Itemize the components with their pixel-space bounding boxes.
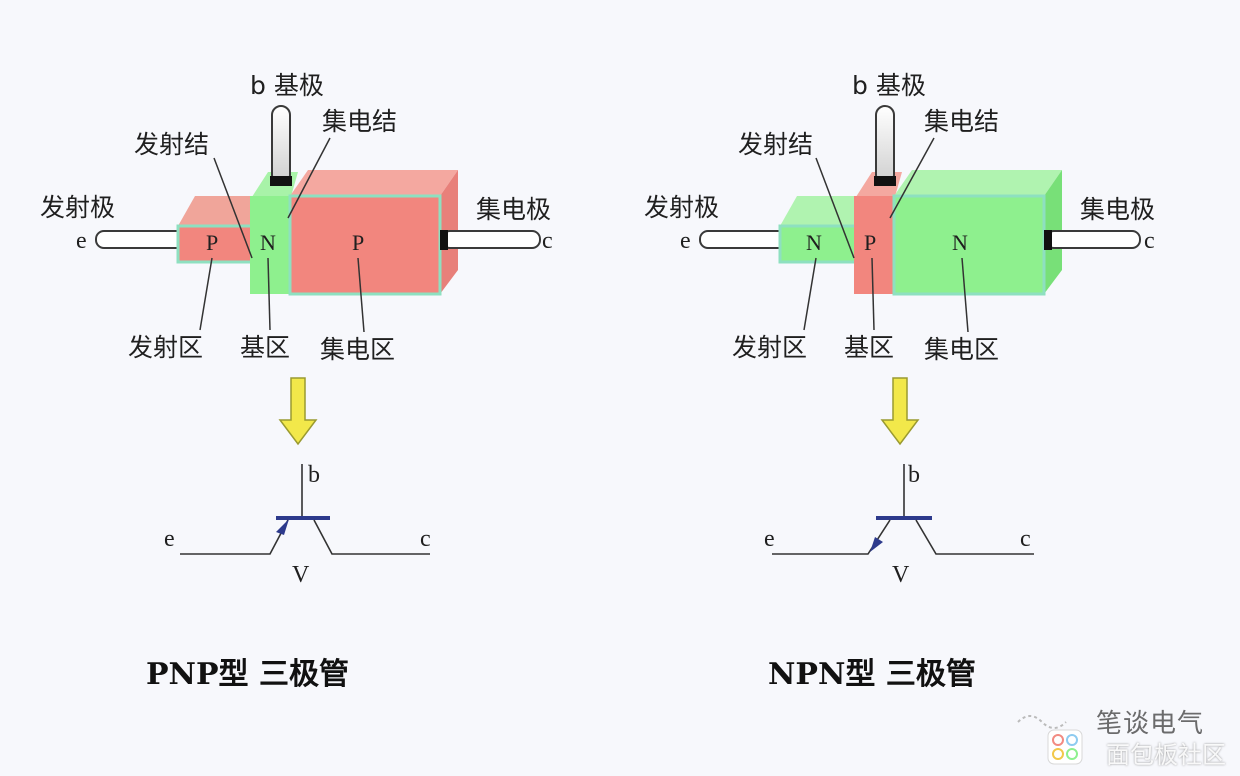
npn-emitter-electrode-label: 发射极 <box>644 193 719 222</box>
pnp-pointer-emitter-region <box>199 257 213 331</box>
pnp-symbol-e: e <box>164 526 175 552</box>
pnp-base-lead-tip <box>270 176 292 186</box>
npn-collector-lead <box>1045 230 1141 249</box>
npn-c-label: c <box>1144 228 1155 254</box>
npn-pointer-emitter-region <box>803 257 817 331</box>
pnp-emitter-region-label: 发射区 <box>128 333 203 362</box>
npn-region-emitter-letter: N <box>806 230 822 255</box>
npn-symbol-c: c <box>1020 526 1031 552</box>
npn-collector-block <box>892 194 1046 296</box>
npn-symbol-v: V <box>892 562 910 588</box>
pnp-base-block <box>250 196 290 294</box>
pnp-collector-region-label: 集电区 <box>320 335 395 364</box>
npn-base-terminal-label: b 基极 <box>852 71 926 100</box>
community-logo-icon <box>1047 729 1083 765</box>
npn-base-region-label: 基区 <box>844 333 894 362</box>
watermark-line2: 面包板社区 <box>1106 741 1226 769</box>
npn-symbol-e: e <box>764 526 775 552</box>
npn-base-lead-tip <box>874 176 896 186</box>
pnp-pointer-emitter-junction <box>213 157 253 259</box>
npn-pointer-collector-junction <box>889 137 935 219</box>
npn-pointer-collector-region <box>961 257 969 333</box>
pnp-pointer-collector-junction <box>287 137 331 219</box>
pnp-base-terminal-label: b 基极 <box>250 71 324 100</box>
npn-symbol <box>772 464 1034 555</box>
npn-emitter-block-top <box>780 196 854 226</box>
pnp-pointer-collector-region <box>357 257 365 333</box>
npn-collector-region-label: 集电区 <box>924 335 999 364</box>
npn-title: NPN型 三极管 <box>768 657 976 692</box>
npn-symbol-b: b <box>908 462 920 488</box>
pnp-emitter-arrow <box>276 519 289 535</box>
npn-region-collector-letter: N <box>952 230 968 255</box>
npn-down-arrow <box>880 377 920 446</box>
pnp-collector-electrode-label: 集电极 <box>476 195 551 224</box>
npn-collector-lead-tip <box>1044 230 1052 250</box>
pnp-title: PNP型 三极管 <box>146 657 349 692</box>
pnp-collector-block <box>288 194 442 296</box>
pnp-base-region-label: 基区 <box>240 333 290 362</box>
pnp-collector-junction-label: 集电结 <box>322 107 397 136</box>
npn-pointer-emitter-junction <box>815 157 855 259</box>
pnp-e-label: e <box>76 228 87 254</box>
pnp-c-label: c <box>542 228 553 254</box>
pnp-symbol <box>180 464 430 555</box>
pnp-emitter-electrode-label: 发射极 <box>40 193 115 222</box>
npn-pointer-base-region <box>871 257 875 331</box>
npn-emitter-junction-label: 发射结 <box>738 130 813 159</box>
npn-emitter-region-label: 发射区 <box>732 333 807 362</box>
pnp-symbol-b: b <box>308 462 320 488</box>
pnp-collector-lead <box>441 230 541 249</box>
npn-base-lead <box>875 105 895 185</box>
pnp-structure: b 基极 集电结 发射结 发射极 集电极 e c P N P 发射区 基区 集电… <box>40 71 553 364</box>
npn-base-block <box>854 196 894 294</box>
pnp-collector-block-top <box>290 170 458 196</box>
pnp-region-emitter-letter: P <box>206 230 218 255</box>
pnp-symbol-v: V <box>292 562 310 588</box>
pnp-base-lead <box>271 105 291 185</box>
pnp-emitter-block-top <box>178 196 250 226</box>
pnp-pointer-base-region <box>267 257 271 331</box>
watermark <box>1028 700 1228 770</box>
npn-collector-electrode-label: 集电极 <box>1080 195 1155 224</box>
pnp-collector-lead-tip <box>440 230 448 250</box>
npn-region-base-letter: P <box>864 230 876 255</box>
pnp-down-arrow <box>278 377 318 446</box>
pnp-symbol-c: c <box>420 526 431 552</box>
npn-emitter-arrow <box>870 537 883 552</box>
pnp-emitter-block <box>176 224 254 264</box>
pnp-region-base-letter: N <box>260 230 276 255</box>
npn-collector-block-top <box>894 170 1062 196</box>
npn-e-label: e <box>680 228 691 254</box>
npn-structure: b 基极 集电结 发射结 发射极 集电极 e c N P N 发射区 基区 集电… <box>644 71 1155 364</box>
watermark-line1: 笔谈电气 <box>1095 709 1204 739</box>
pnp-emitter-junction-label: 发射结 <box>134 130 209 159</box>
npn-collector-junction-label: 集电结 <box>924 107 999 136</box>
watermark-flourish <box>1017 715 1067 729</box>
pnp-region-collector-letter: P <box>352 230 364 255</box>
